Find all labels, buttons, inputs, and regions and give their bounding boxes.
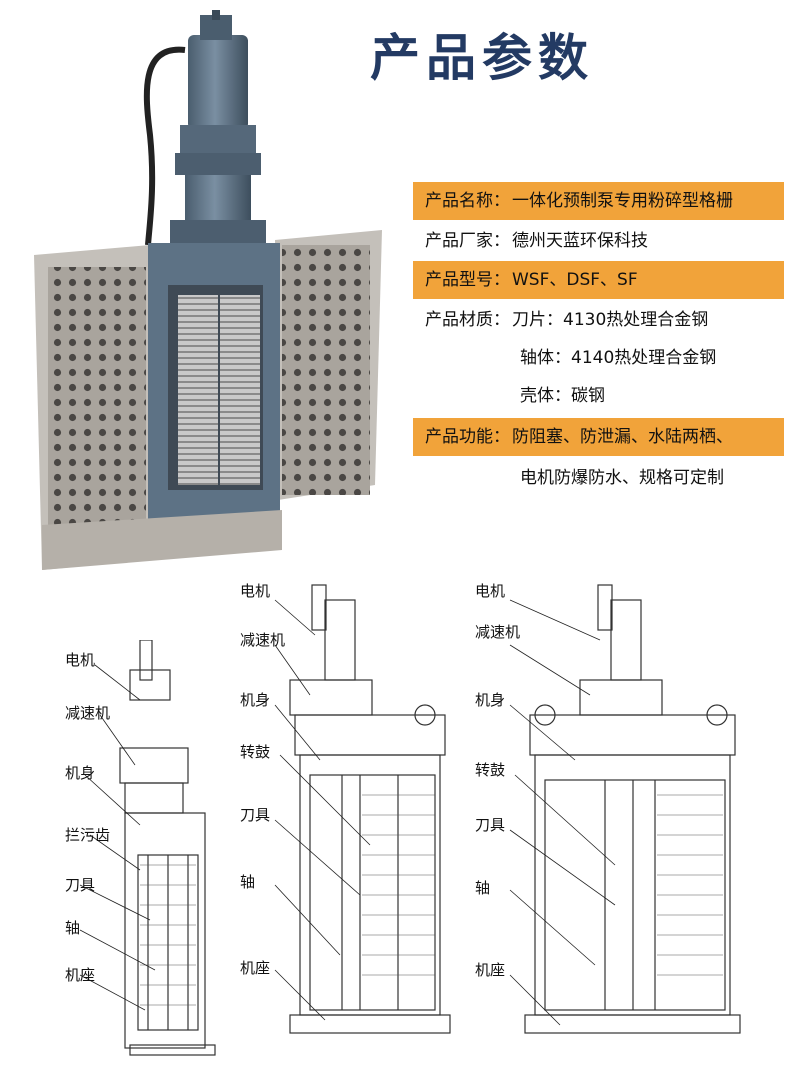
diagram-label: 刀具 bbox=[65, 876, 95, 894]
diagram-label: 减速机 bbox=[65, 704, 110, 722]
diagram-label: 电机 bbox=[240, 582, 270, 600]
left-perforated-panel bbox=[48, 267, 146, 547]
spec-label: 产品功能： bbox=[425, 427, 510, 447]
diagram-label: 拦污齿 bbox=[65, 826, 110, 844]
diagram-label: 电机 bbox=[65, 651, 95, 669]
diagram-label: 刀具 bbox=[475, 816, 505, 834]
product-photo bbox=[34, 10, 382, 570]
diagram-label: 机座 bbox=[475, 961, 505, 979]
diagram-label: 减速机 bbox=[240, 631, 285, 649]
spec-value: 一体化预制泵专用粉碎型格栅 bbox=[512, 191, 733, 211]
diagram-label: 转鼓 bbox=[475, 761, 505, 779]
diagram-label: 机身 bbox=[65, 764, 95, 782]
diagram-label: 机身 bbox=[240, 691, 270, 709]
spec-label: 产品型号： bbox=[425, 270, 510, 290]
diagram-label: 机身 bbox=[475, 691, 505, 709]
spec-row: 产品厂家：德州天蓝环保科技 bbox=[413, 222, 784, 260]
diagram-label: 减速机 bbox=[475, 623, 520, 641]
spec-label: 产品材质： bbox=[425, 310, 510, 330]
spec-row: 产品材质：刀片：4130热处理合金钢 bbox=[413, 301, 784, 339]
diagram-label: 轴 bbox=[475, 879, 490, 897]
spec-value: 防阻塞、防泄漏、水陆两栖、 bbox=[512, 427, 733, 447]
spec-value: WSF、DSF、SF bbox=[512, 270, 638, 290]
spec-row: 产品功能：防阻塞、防泄漏、水陆两栖、 bbox=[413, 418, 784, 456]
spec-value: 德州天蓝环保科技 bbox=[512, 231, 648, 251]
spec-row: 电机防爆防水、规格可定制 bbox=[413, 459, 784, 497]
diagram-label: 轴 bbox=[240, 873, 255, 891]
right-perforated-panel bbox=[282, 245, 370, 495]
diagram-label: 机座 bbox=[240, 959, 270, 977]
page-title: 产品参数 bbox=[370, 29, 594, 87]
spec-row: 产品型号：WSF、DSF、SF bbox=[413, 261, 784, 299]
spec-row: 产品名称：一体化预制泵专用粉碎型格栅 bbox=[413, 182, 784, 220]
spec-value: 轴体：4140热处理合金钢 bbox=[520, 348, 717, 368]
spec-label: 产品名称： bbox=[425, 191, 510, 211]
diagram-label: 机座 bbox=[65, 966, 95, 984]
spec-value: 壳体：碳钢 bbox=[520, 386, 605, 406]
spec-row: 轴体：4140热处理合金钢 bbox=[413, 339, 784, 377]
diagram-label: 刀具 bbox=[240, 806, 270, 824]
spec-label: 产品厂家： bbox=[425, 231, 510, 251]
diagram-label: 电机 bbox=[475, 582, 505, 600]
spec-value: 刀片：4130热处理合金钢 bbox=[512, 310, 709, 330]
spec-value: 电机防爆防水、规格可定制 bbox=[520, 468, 724, 488]
diagram-label: 轴 bbox=[65, 919, 80, 937]
diagram-label: 转鼓 bbox=[240, 743, 270, 761]
spec-row: 壳体：碳钢 bbox=[413, 377, 784, 415]
